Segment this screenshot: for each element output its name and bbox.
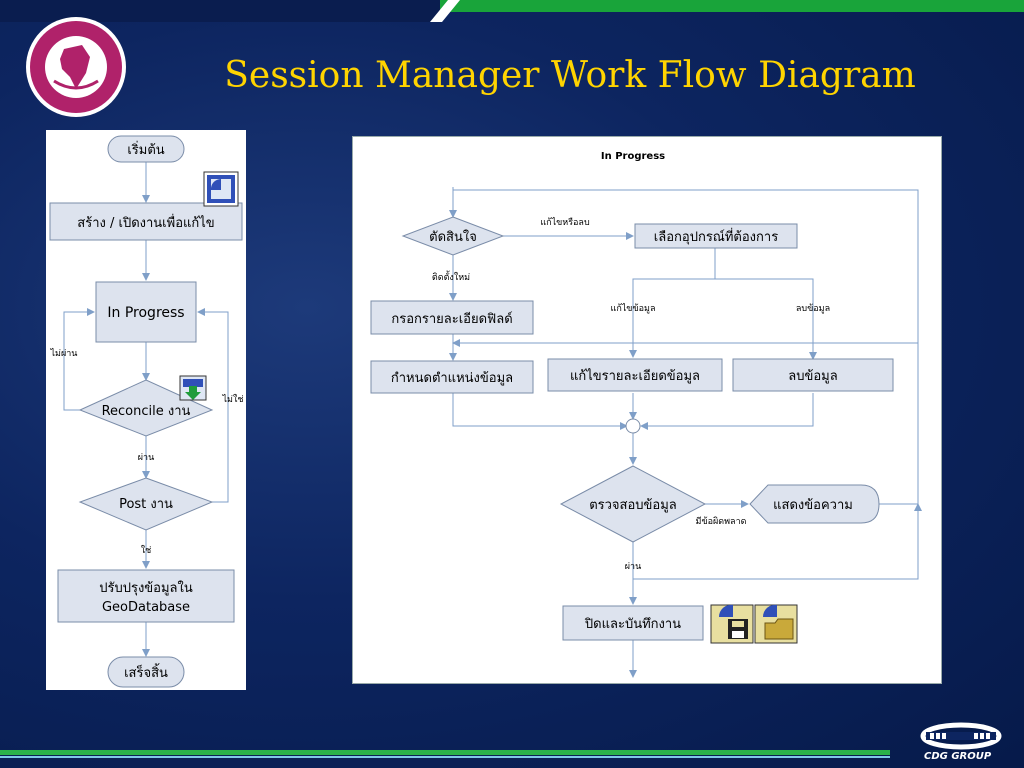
merge-junction bbox=[625, 418, 641, 434]
open-folder-icon bbox=[754, 604, 798, 644]
fill-fields-label: กรอกรายละเอียดฟิลด์ bbox=[391, 311, 512, 327]
check-data-node bbox=[559, 465, 707, 543]
start-label: เริ่มต้น bbox=[127, 141, 164, 158]
delete-data-label: ลบข้อมูล bbox=[788, 369, 837, 384]
top-dark-band bbox=[0, 0, 440, 22]
window-icon bbox=[203, 171, 239, 207]
edit-data-label: แก้ไขข้อมูล bbox=[611, 303, 656, 314]
close-save-label: ปิดและบันทึกงาน bbox=[584, 617, 681, 632]
bottom-blue-line bbox=[0, 756, 890, 758]
cdg-group-text: CDG GROUP bbox=[924, 751, 992, 762]
pass-label: ผ่าน bbox=[138, 453, 154, 463]
update-node bbox=[57, 569, 235, 623]
yes-label: ใช่ bbox=[141, 545, 152, 556]
select-equipment-node bbox=[634, 223, 798, 249]
new-install-label: ติดตั้งใหม่ bbox=[432, 270, 470, 283]
update-label-line1: ปรับปรุงข้อมูลใน bbox=[99, 580, 193, 596]
position-data-node bbox=[370, 360, 534, 394]
delete-branch-label: ลบข้อมูล bbox=[796, 303, 830, 314]
show-message-label: แสดงข้อความ bbox=[773, 498, 853, 513]
pass-label-right: ผ่าน bbox=[625, 562, 641, 572]
create-node bbox=[49, 202, 243, 241]
cdg-group-logo bbox=[920, 722, 1002, 750]
no-label: ไม่ใช่ bbox=[222, 394, 244, 405]
error-label: มีข้อผิดพลาด bbox=[696, 516, 747, 527]
decide-node bbox=[401, 216, 505, 256]
post-label: Post งาน bbox=[119, 497, 173, 512]
show-message-node bbox=[749, 484, 880, 524]
right-workflow-diagram: In Progress ตัดสินใจ เลือกอุปกรณ์ที่ต้อง… bbox=[370, 151, 922, 678]
position-data-label: กำหนดตำแหน่งข้อมูล bbox=[391, 371, 513, 386]
post-node bbox=[78, 477, 214, 531]
organization-logo bbox=[26, 17, 126, 117]
right-workflow-panel: In Progress ตัดสินใจ เลือกอุปกรณ์ที่ต้อง… bbox=[352, 136, 942, 684]
update-label-line2: GeoDatabase bbox=[102, 600, 190, 615]
check-data-label: ตรวจสอบข้อมูล bbox=[589, 498, 677, 513]
in-progress-header: In Progress bbox=[601, 151, 665, 162]
in-progress-label: In Progress bbox=[107, 305, 184, 321]
save-icon bbox=[710, 604, 754, 644]
select-equipment-label: เลือกอุปกรณ์ที่ต้องการ bbox=[654, 228, 778, 245]
left-workflow-panel: เริ่มต้น สร้าง / เปิดงานเพื่อแก้ไข In Pr… bbox=[46, 130, 246, 690]
end-label: เสร็จสิ้น bbox=[124, 663, 168, 681]
decide-label: ตัดสินใจ bbox=[429, 229, 477, 245]
in-progress-node bbox=[95, 281, 197, 343]
bottom-green-bar bbox=[0, 750, 890, 755]
create-label: สร้าง / เปิดงานเพื่อแก้ไข bbox=[77, 214, 214, 231]
fill-fields-node bbox=[370, 300, 534, 335]
edit-detail-node bbox=[547, 358, 723, 392]
delete-data-node bbox=[732, 358, 894, 392]
fail-label: ไม่ผ่าน bbox=[50, 348, 78, 359]
edit-detail-label: แก้ไขรายละเอียดข้อมูล bbox=[570, 368, 700, 384]
reconcile-label: Reconcile งาน bbox=[102, 404, 191, 419]
page-title: Session Manager Work Flow Diagram bbox=[224, 55, 916, 96]
edit-or-delete-label: แก้ไขหรือลบ bbox=[540, 217, 590, 228]
download-icon bbox=[179, 375, 207, 401]
end-node bbox=[107, 656, 185, 688]
close-save-node bbox=[562, 605, 704, 641]
left-workflow-diagram: เริ่มต้น สร้าง / เปิดงานเพื่อแก้ไข In Pr… bbox=[49, 135, 244, 688]
start-node bbox=[107, 135, 185, 163]
